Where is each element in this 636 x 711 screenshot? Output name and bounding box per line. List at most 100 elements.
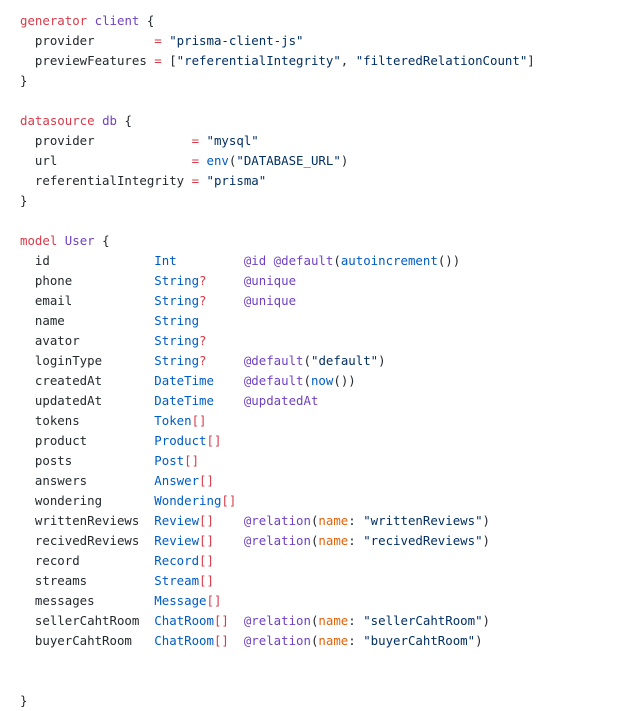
text-token: provider	[20, 33, 155, 48]
text-token	[207, 273, 244, 288]
text-token: updatedAt	[20, 393, 155, 408]
text-token: provider	[20, 133, 192, 148]
text-token: ,	[340, 53, 356, 68]
modifier-token: []	[199, 473, 214, 488]
code-line: tokens Token[]	[20, 411, 535, 431]
text-token: :	[348, 633, 364, 648]
text-token: buyerCahtRoom	[20, 633, 155, 648]
type-token: String	[154, 333, 200, 348]
type-token: DateTime	[154, 373, 214, 388]
text-token: product	[20, 433, 155, 448]
code-line: email String? @unique	[20, 291, 535, 311]
modifier-token: ?	[199, 333, 207, 348]
text-token	[229, 613, 244, 628]
text-token: (	[310, 613, 319, 628]
code-line: recivedReviews Review[] @relation(name: …	[20, 531, 535, 551]
text-token: :	[348, 533, 364, 548]
modifier-token: []	[199, 573, 214, 588]
text-token: messages	[20, 593, 155, 608]
string-token: "default"	[310, 353, 379, 368]
code-block: generator client { provider = "prisma-cl…	[20, 11, 535, 711]
text-token: (	[310, 633, 319, 648]
text-token: (	[333, 253, 341, 268]
attribute-token: @relation	[243, 533, 311, 548]
string-token: "DATABASE_URL"	[236, 153, 341, 168]
function-token: env	[206, 153, 229, 168]
text-token: )	[475, 633, 483, 648]
text-token: name	[20, 313, 155, 328]
text-token: }	[20, 693, 28, 708]
code-line: datasource db {	[20, 111, 535, 131]
operator-token: =	[191, 173, 200, 188]
text-token: loginType	[20, 353, 155, 368]
argument-token: name	[318, 533, 349, 548]
operator-token: =	[191, 153, 200, 168]
text-token: phone	[20, 273, 155, 288]
text-token: (	[228, 153, 237, 168]
code-line: answers Answer[]	[20, 471, 535, 491]
text-token	[199, 153, 206, 168]
text-token: recivedReviews	[20, 533, 155, 548]
text-token: ())	[333, 373, 356, 388]
code-line: writtenReviews Review[] @relation(name: …	[20, 511, 535, 531]
text-token: {	[94, 233, 110, 248]
code-line: provider = "mysql"	[20, 131, 535, 151]
text-token: }	[20, 193, 28, 208]
type-token: ChatRoom	[154, 613, 214, 628]
text-token	[57, 233, 64, 248]
type-token: Token	[154, 413, 192, 428]
keyword-token: model	[20, 233, 58, 248]
text-token: }	[20, 73, 28, 88]
text-token	[87, 13, 94, 28]
attribute-token: @unique	[243, 273, 297, 288]
code-line: product Product[]	[20, 431, 535, 451]
text-token: answers	[20, 473, 155, 488]
operator-token: =	[191, 133, 200, 148]
text-token: url	[20, 153, 192, 168]
name-token: db	[102, 113, 117, 128]
name-token: client	[94, 13, 140, 28]
modifier-token: []	[221, 493, 237, 508]
text-token	[266, 253, 273, 268]
text-token: (	[310, 533, 319, 548]
type-token: Review	[154, 513, 200, 528]
text-token	[199, 173, 206, 188]
string-token: "referentialIntegrity"	[176, 53, 341, 68]
type-token: String	[154, 353, 200, 368]
text-token: tokens	[20, 413, 155, 428]
blank-line	[20, 91, 535, 111]
argument-token: name	[318, 633, 349, 648]
attribute-token: @updatedAt	[243, 393, 319, 408]
text-token: sellerCahtRoom	[20, 613, 155, 628]
type-token: Answer	[154, 473, 200, 488]
keyword-token: datasource	[20, 113, 95, 128]
text-token: avator	[20, 333, 155, 348]
attribute-token: @default	[243, 373, 304, 388]
code-line: loginType String? @default("default")	[20, 351, 535, 371]
modifier-token: []	[199, 533, 214, 548]
string-token: "filteredRelationCount"	[355, 53, 528, 68]
text-token	[207, 293, 244, 308]
code-line: generator client {	[20, 11, 535, 31]
type-token: Stream	[154, 573, 200, 588]
attribute-token: @id	[243, 253, 267, 268]
text-token: )	[482, 513, 491, 528]
code-line: sellerCahtRoom ChatRoom[] @relation(name…	[20, 611, 535, 631]
function-token: now	[310, 373, 334, 388]
text-token	[207, 353, 244, 368]
modifier-token: ?	[199, 293, 207, 308]
text-token	[214, 373, 244, 388]
attribute-token: @relation	[243, 633, 311, 648]
string-token: "prisma-client-js"	[169, 33, 304, 48]
string-token: "prisma"	[206, 173, 267, 188]
code-line: previewFeatures = ["referentialIntegrity…	[20, 51, 535, 71]
text-token: :	[348, 613, 364, 628]
code-line: record Record[]	[20, 551, 535, 571]
blank-line	[20, 211, 535, 231]
code-line: buyerCahtRoom ChatRoom[] @relation(name:…	[20, 631, 535, 651]
modifier-token: ?	[199, 353, 207, 368]
code-line: posts Post[]	[20, 451, 535, 471]
operator-token: =	[154, 33, 162, 48]
modifier-token: []	[199, 553, 214, 568]
type-token: Review	[154, 533, 200, 548]
